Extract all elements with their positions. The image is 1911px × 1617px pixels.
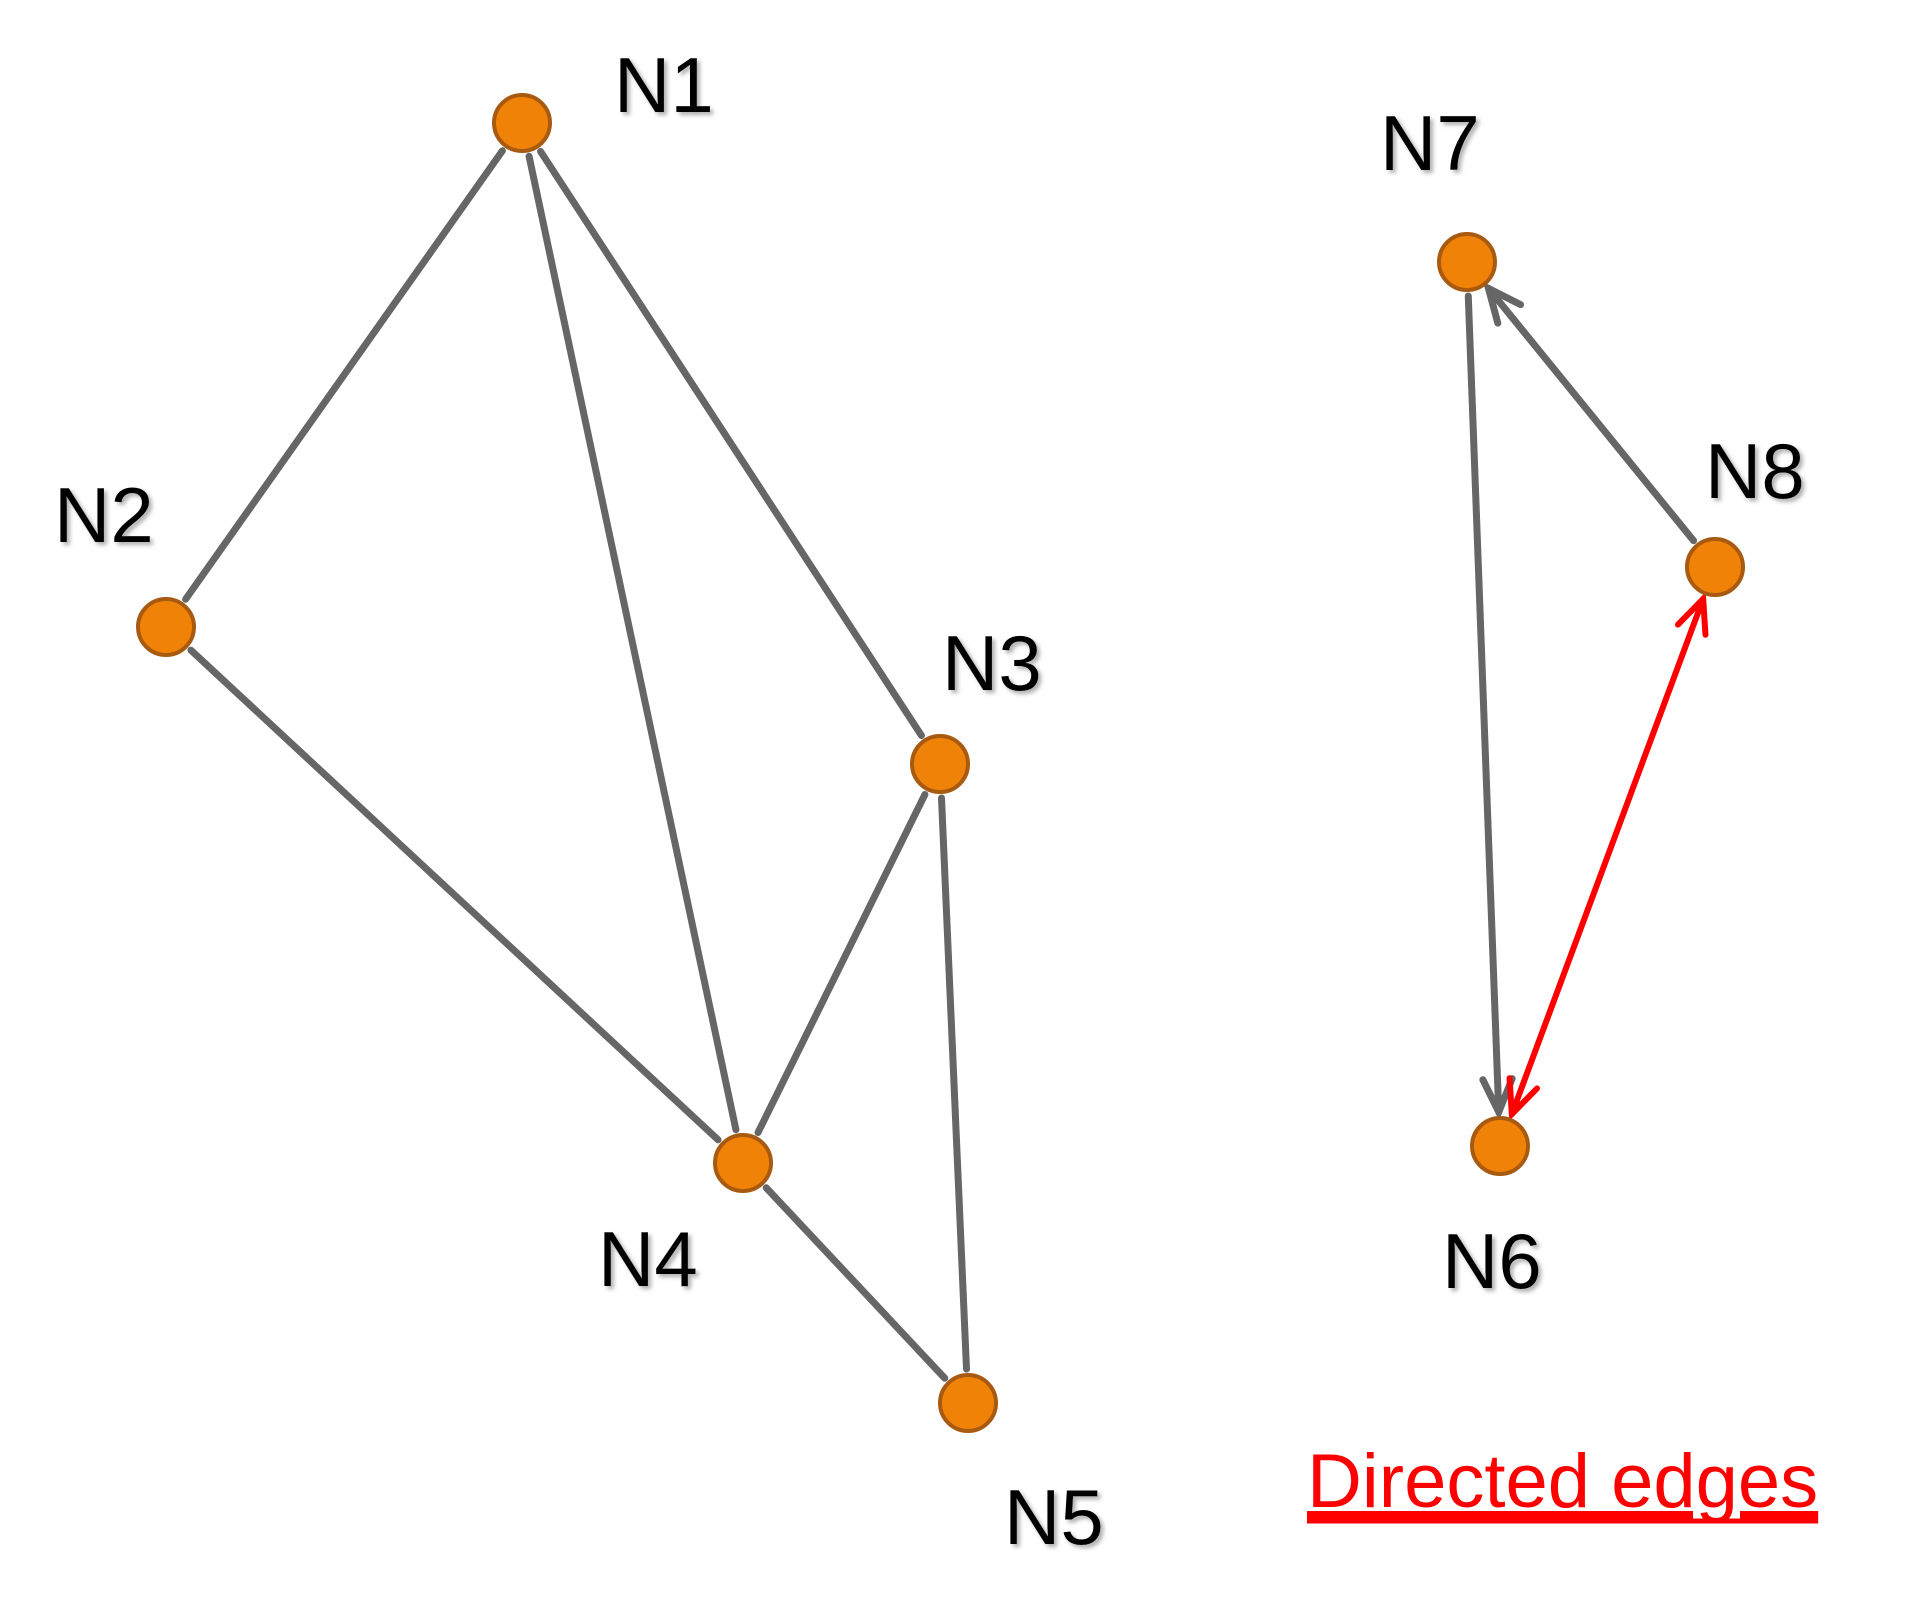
node-n1 <box>492 93 552 153</box>
edge-n1-n2 <box>182 147 506 603</box>
node-n3 <box>910 734 970 794</box>
directed-edges-caption: Directed edges <box>1307 1439 1818 1524</box>
node-label-n1: N1 <box>614 41 714 129</box>
node-label-n7: N7 <box>1380 99 1480 187</box>
arrowhead <box>1483 281 1525 327</box>
edge-n7-n6 <box>1464 292 1516 1121</box>
node-label-n2: N2 <box>54 471 154 559</box>
edges-layer <box>182 147 1709 1382</box>
edge-n1-n3 <box>537 147 925 740</box>
node-n7 <box>1437 232 1497 292</box>
node-n6 <box>1470 1116 1530 1176</box>
arrowhead <box>1506 1075 1541 1122</box>
edge-n4-n5 <box>762 1184 949 1382</box>
node-label-n8: N8 <box>1705 427 1805 515</box>
edge-n1-n4 <box>525 152 740 1134</box>
arrowhead <box>1674 591 1709 638</box>
edge-n3-n5 <box>937 794 971 1373</box>
node-n5 <box>938 1373 998 1433</box>
node-n2 <box>136 597 196 657</box>
nodes-layer <box>136 93 1745 1433</box>
edge-n8-n7 <box>1483 281 1698 545</box>
node-n8 <box>1685 537 1745 597</box>
node-label-n6: N6 <box>1442 1217 1542 1305</box>
node-label-n4: N4 <box>598 1215 698 1303</box>
edge-n8-n6 <box>1506 591 1709 1122</box>
node-label-n3: N3 <box>942 619 1042 707</box>
node-label-n5: N5 <box>1004 1473 1104 1561</box>
node-n4 <box>713 1133 773 1193</box>
edge-n3-n4 <box>754 790 929 1137</box>
edge-n2-n4 <box>187 646 722 1144</box>
